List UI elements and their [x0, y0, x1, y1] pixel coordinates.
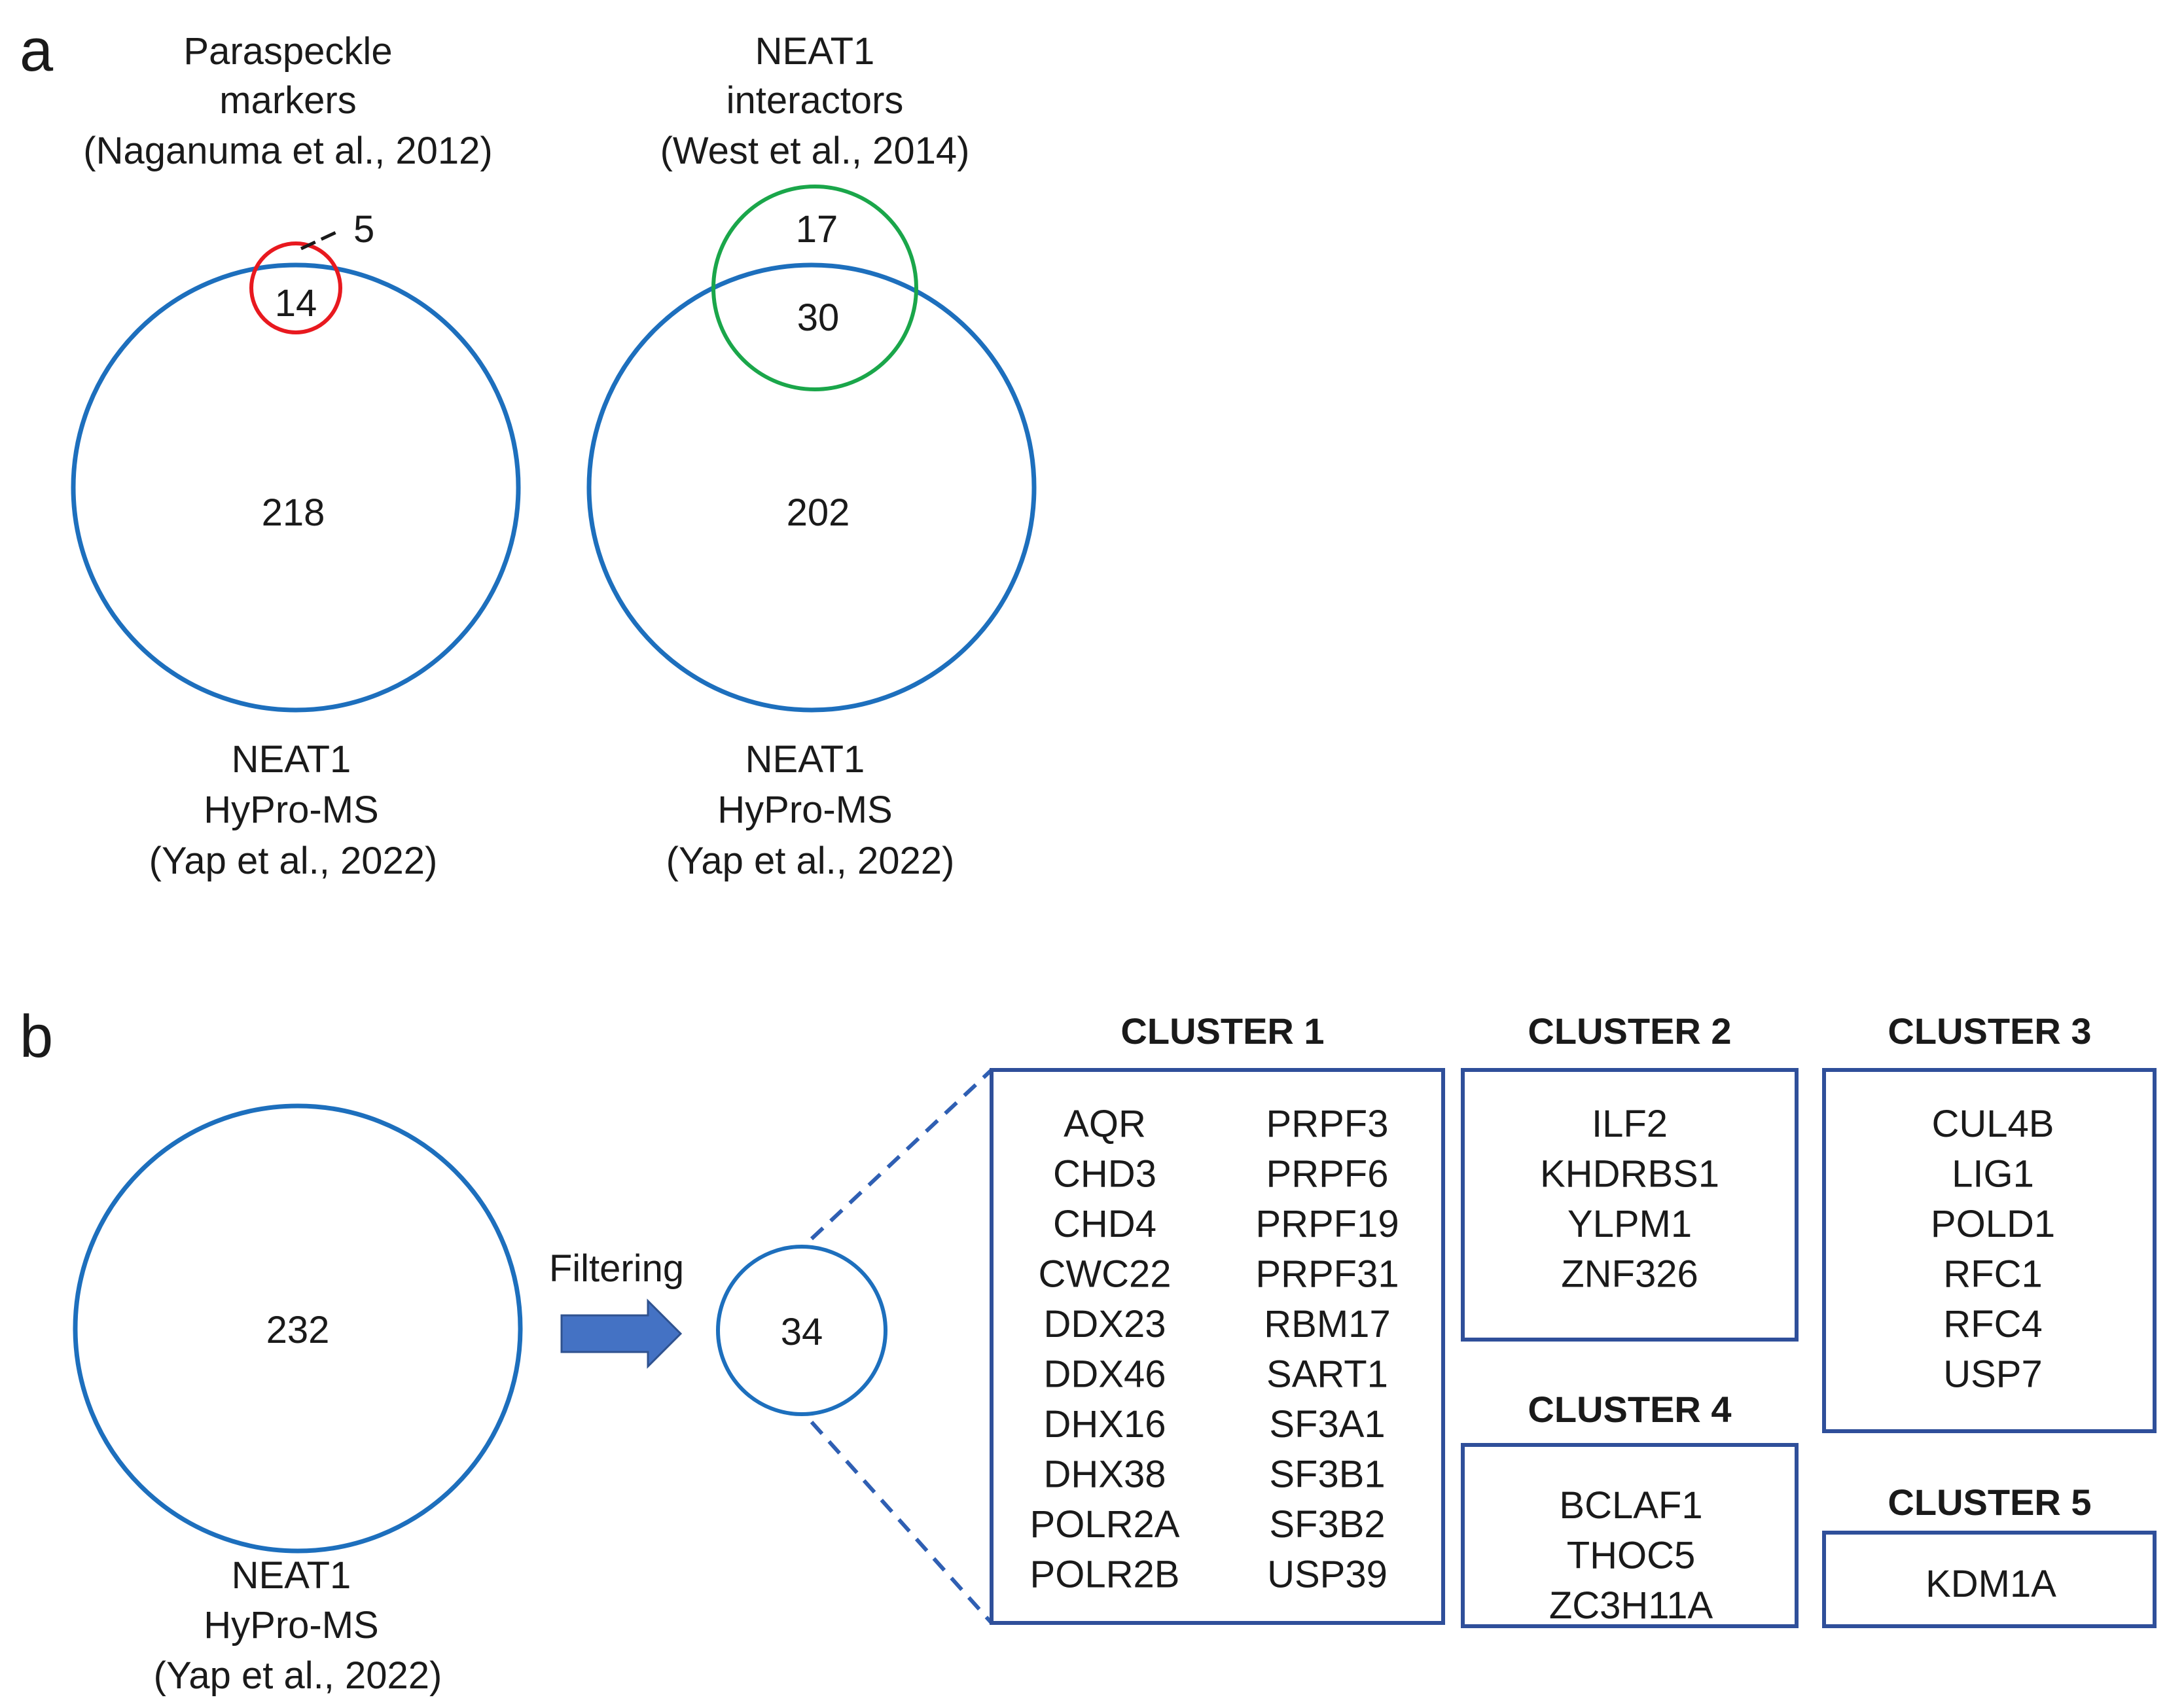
gene-dhx16: DHX16 [1044, 1403, 1166, 1446]
venn-right-big-circle [586, 262, 1037, 713]
gene-sf3a1: SF3A1 [1269, 1403, 1385, 1446]
panel-b-small-value: 34 [781, 1311, 823, 1353]
cluster-1-box [990, 1068, 1445, 1625]
cluster-3-box [1822, 1068, 2157, 1433]
cluster-5-genes: KDM1A [1925, 1563, 2056, 1605]
venn-left-overlap-value: 14 [275, 282, 317, 325]
cluster-5-box [1822, 1531, 2157, 1628]
cluster-4-box [1461, 1443, 1799, 1628]
cluster-4-title: CLUSTER 4 [1528, 1389, 1731, 1430]
panel-b-letter: b [20, 1003, 53, 1070]
venn-left: Paraspeckle markers (Naganuma et al., 20… [71, 30, 521, 882]
cluster-2-title: CLUSTER 2 [1528, 1010, 1731, 1052]
gene-chd3: CHD3 [1053, 1153, 1156, 1196]
panel-b: b 232 NEAT1 HyPro-MS (Yap et al., 2022) … [20, 1003, 2157, 1697]
gene-sf3b1: SF3B1 [1269, 1453, 1385, 1496]
panel-b-big-circle [73, 1103, 523, 1554]
cluster-1-column-1: AQR CHD3CHD4CWC22DDX23DDX46DHX16DHX38POLR… [1030, 1103, 1180, 1596]
venn-left-big-only-value: 218 [262, 491, 325, 534]
cluster-3-title: CLUSTER 3 [1888, 1010, 2091, 1052]
gene-prpf6: PRPF6 [1266, 1153, 1389, 1196]
gene-polr2a: POLR2A [1030, 1503, 1180, 1546]
venn-right-big-only-value: 202 [787, 491, 850, 534]
gene-rfc1: RFC1 [1943, 1253, 2042, 1296]
filtering-arrow-icon [560, 1298, 683, 1369]
venn-right-small-circle [711, 185, 918, 391]
gene-thoc5: THOC5 [1567, 1535, 1696, 1577]
gene-rfc4: RFC4 [1943, 1303, 2042, 1345]
venn-right-top-label-2: interactors [726, 79, 904, 122]
gene-prpf19: PRPF19 [1255, 1203, 1399, 1245]
gene-bclaf1: BCLAF1 [1559, 1484, 1702, 1527]
gene-ylpm1: YLPM1 [1567, 1203, 1692, 1245]
gene-khdrbs1: KHDRBS1 [1540, 1153, 1719, 1196]
venn-left-big-circle [71, 262, 521, 713]
filtering-label: Filtering [549, 1247, 684, 1290]
panel-b-big-value: 232 [266, 1309, 330, 1351]
zoom-line-bottom [810, 1420, 994, 1625]
gene-prpf3: PRPF3 [1266, 1103, 1389, 1145]
venn-left-callout-line [300, 228, 342, 251]
venn-right-top-label-3: (West et al., 2014) [660, 130, 970, 172]
gene-cul4b: CUL4B [1932, 1103, 2054, 1145]
gene-sart1: SART1 [1266, 1353, 1388, 1396]
gene-znf326: ZNF326 [1561, 1253, 1698, 1296]
gene-kdm1a: KDM1A [1925, 1563, 2056, 1605]
venn-right-bottom-label-3: (Yap et al., 2022) [666, 840, 955, 882]
venn-right-overlap-value: 30 [797, 296, 840, 339]
gene-cwc22: CWC22 [1038, 1253, 1171, 1296]
venn-left-small-only-value: 5 [353, 208, 374, 251]
gene-lig1: LIG1 [1952, 1153, 2034, 1196]
gene-prpf31: PRPF31 [1255, 1253, 1399, 1296]
gene-dhx38: DHX38 [1044, 1453, 1166, 1496]
venn-right-top-label-1: NEAT1 [755, 30, 875, 73]
cluster-5: CLUSTER 5 KDM1A [1822, 1482, 2157, 1628]
gene-pold1: POLD1 [1931, 1203, 2055, 1245]
gene-ddx46: DDX46 [1044, 1353, 1166, 1396]
gene-usp7: USP7 [1943, 1353, 2043, 1396]
venn-right-small-only-value: 17 [796, 208, 838, 251]
gene-zc3h11a: ZC3H11A [1549, 1584, 1713, 1627]
venn-right-bottom-label-2: HyPro-MS [717, 789, 892, 831]
cluster-1-title: CLUSTER 1 [1120, 1010, 1324, 1052]
panel-a: a Paraspeckle markers (Naganuma et al., … [20, 17, 1037, 882]
venn-left-bottom-label-2: HyPro-MS [204, 789, 378, 831]
panel-b-bottom-label-3: (Yap et al., 2022) [154, 1654, 442, 1697]
gene-ilf2: ILF2 [1592, 1103, 1668, 1145]
cluster-1-column-2: PRPF3PRPF6PRPF19PRPF31RBM17SART1SF3A1SF3… [1255, 1103, 1399, 1596]
gene-sf3b2: SF3B2 [1269, 1503, 1385, 1546]
panel-b-small-circle [716, 1245, 887, 1416]
panel-b-bottom-label-1: NEAT1 [232, 1554, 351, 1597]
gene-usp39: USP39 [1267, 1554, 1388, 1596]
gene-aqr: AQR [1064, 1103, 1146, 1145]
gene-ddx23: DDX23 [1044, 1303, 1166, 1345]
venn-right: NEAT1 interactors (West et al., 2014) 17… [586, 30, 1037, 882]
cluster-2-box [1461, 1068, 1799, 1342]
panel-b-bottom-label-2: HyPro-MS [204, 1604, 378, 1646]
venn-left-top-label-2: markers [219, 79, 356, 122]
cluster-5-title: CLUSTER 5 [1888, 1482, 2091, 1523]
gene-chd4: CHD4 [1053, 1203, 1156, 1245]
zoom-line-top [810, 1068, 994, 1241]
venn-right-bottom-label-1: NEAT1 [745, 738, 865, 781]
venn-left-small-circle [249, 241, 342, 334]
gene-polr2b: POLR2B [1030, 1554, 1180, 1596]
venn-left-top-label-1: Paraspeckle [183, 30, 392, 73]
cluster-1: CLUSTER 1 AQR CHD3CHD4CWC22DDX23DDX46DHX1… [990, 1010, 1445, 1625]
panel-a-letter: a [20, 17, 54, 84]
venn-left-bottom-label-3: (Yap et al., 2022) [149, 840, 438, 882]
venn-left-top-label-3: (Naganuma et al., 2012) [83, 130, 492, 172]
venn-left-bottom-label-1: NEAT1 [232, 738, 351, 781]
gene-rbm17: RBM17 [1264, 1303, 1390, 1345]
